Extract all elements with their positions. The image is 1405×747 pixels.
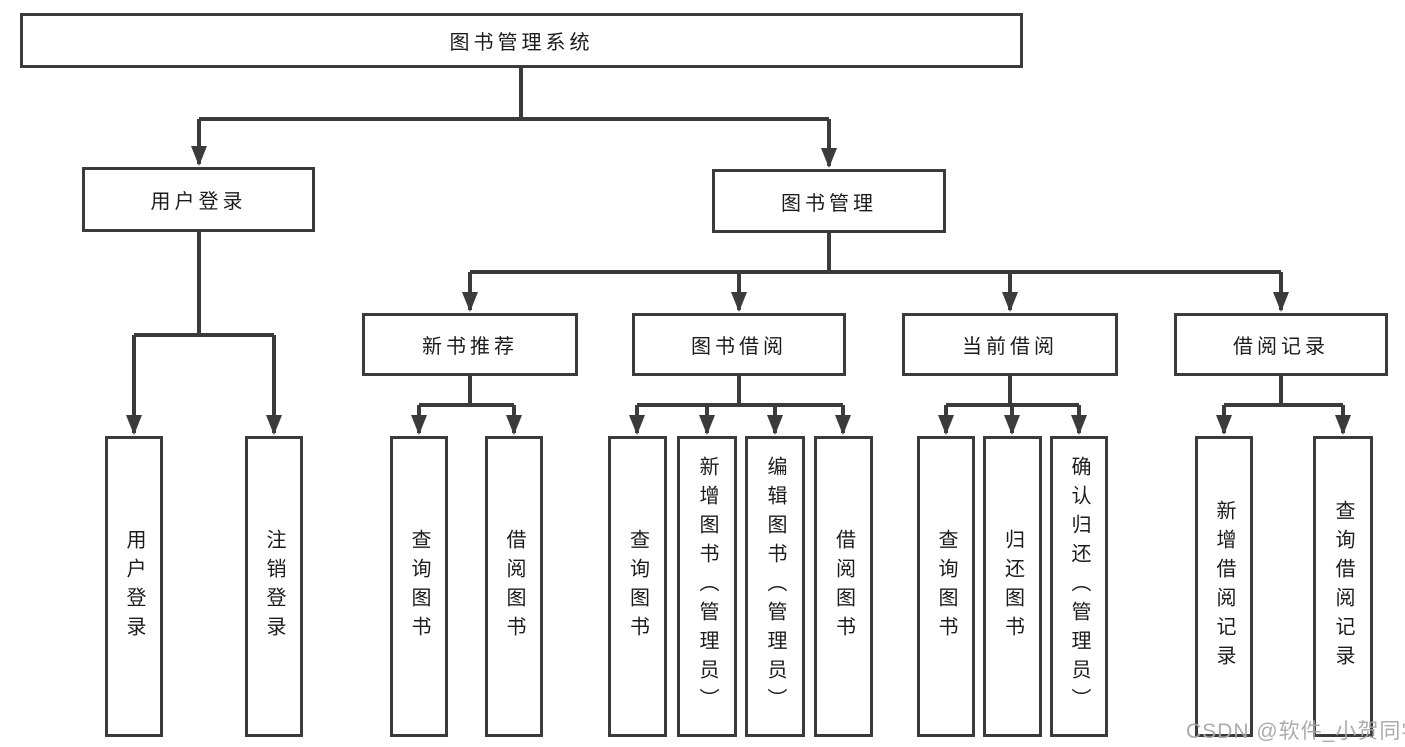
node-label: 用户登录 [150,191,247,213]
node-label: 借阅图书 [503,528,525,645]
node-label: 查询图书 [408,528,430,645]
node-root-title: 图书管理系统 [20,13,1023,68]
node-edit-books-admin: 编辑图书（管理员） [745,436,805,737]
node-label: 图书管理系统 [449,32,594,54]
node-label: 借阅图书 [832,528,855,645]
node-confirm-return-admin: 确认归还（管理员） [1050,436,1108,737]
node-label: 注销登录 [263,528,285,645]
node-logout: 注销登录 [245,436,303,737]
csdn-watermark: CSDN @软件_小贺同学 [1186,720,1405,743]
node-login: 用户登录 [105,436,163,737]
node-label: 查询图书 [626,528,649,645]
node-label: 当前借阅 [962,336,1058,358]
node-add-books-admin: 新增图书（管理员） [677,436,737,737]
node-label: 确认归还（管理员） [1068,456,1090,717]
node-query-books-borrow: 查询图书 [608,436,667,737]
node-query-books-recommend: 查询图书 [390,436,448,737]
node-label: 用户登录 [123,528,145,645]
node-label: 查询借阅记录 [1332,499,1354,674]
node-label: 借阅记录 [1233,336,1329,358]
node-label: 新增借阅记录 [1213,499,1235,674]
node-borrow-books: 借阅图书 [814,436,873,737]
node-return-books: 归还图书 [983,436,1042,737]
node-book-management: 图书管理 [712,169,946,233]
node-book-borrowing: 图书借阅 [632,313,846,376]
connector-trunks [134,68,1343,407]
node-add-borrow-record: 新增借阅记录 [1195,436,1253,737]
node-label: 新增图书（管理员） [696,456,718,717]
node-label: 新书推荐 [422,336,518,358]
node-query-books-current: 查询图书 [917,436,975,737]
node-label: 图书管理 [781,192,877,215]
node-label: 归还图书 [1001,528,1024,645]
node-label: 编辑图书（管理员） [764,456,786,717]
node-current-borrowing: 当前借阅 [902,313,1118,376]
node-borrowing-records: 借阅记录 [1174,313,1388,376]
node-user-login: 用户登录 [82,167,315,232]
node-query-borrow-record: 查询借阅记录 [1313,436,1373,737]
node-borrow-books-recommend: 借阅图书 [485,436,543,737]
node-new-book-recommendation: 新书推荐 [362,313,578,376]
connector-arrows [126,119,1351,435]
node-label: 查询图书 [935,528,957,645]
node-label: 图书借阅 [691,336,787,358]
